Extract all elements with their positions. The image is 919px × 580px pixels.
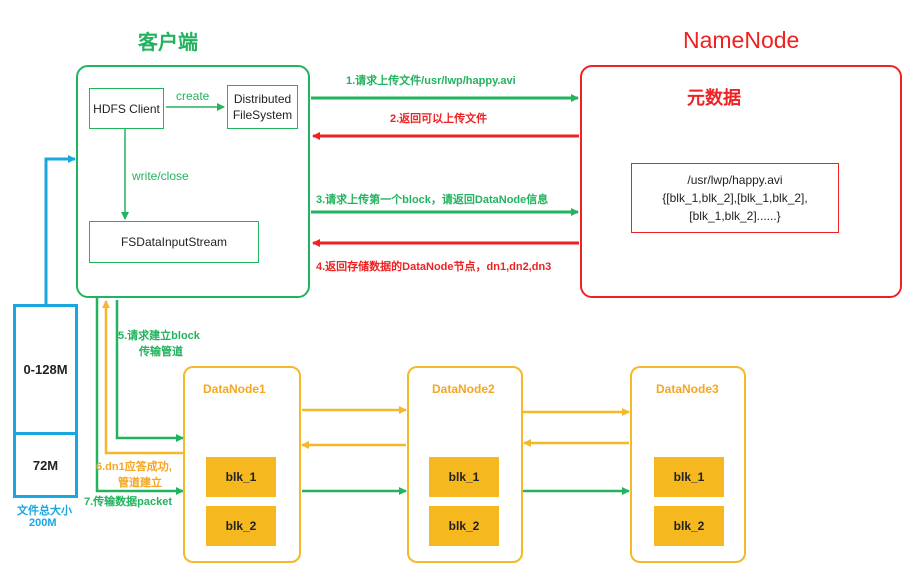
datanode2-box bbox=[407, 366, 523, 563]
file-total-line2: 200M bbox=[29, 517, 57, 529]
file-total-line1: 文件总大小 bbox=[17, 505, 72, 517]
metadata-line: [blk_1,blk_2]......} bbox=[689, 209, 781, 223]
create-label: create bbox=[176, 89, 210, 103]
step6-label-line2: 管道建立 bbox=[118, 477, 162, 489]
datanode1-blk2: blk_2 bbox=[206, 506, 276, 546]
metadata-line: {[blk_1,blk_2],[blk_1,blk_2], bbox=[662, 191, 808, 205]
datanode2-blk2: blk_2 bbox=[429, 506, 499, 546]
step7-arrow bbox=[95, 298, 184, 495]
step2-label: 2.返回可以上传文件 bbox=[390, 113, 488, 125]
distributed-fs-line1: Distributed bbox=[233, 92, 292, 106]
namenode-box bbox=[580, 65, 902, 298]
write-close-label: write/close bbox=[132, 169, 189, 183]
step5-arrow bbox=[115, 300, 184, 442]
datanode1-title: DataNode1 bbox=[203, 382, 266, 396]
step5-label-line2: 传输管道 bbox=[139, 346, 183, 358]
file-part2-box: 72M bbox=[13, 432, 78, 498]
fsdata-stream-box: FSDataInputStream bbox=[89, 221, 259, 263]
client-title: 客户端 bbox=[138, 32, 198, 54]
step1-label: 1.请求上传文件/usr/lwp/happy.avi bbox=[346, 75, 516, 87]
datanode3-blk2: blk_2 bbox=[654, 506, 724, 546]
step6-arrow bbox=[102, 300, 184, 455]
step5-label-line1: 5.请求建立block bbox=[118, 330, 200, 342]
datanode3-blk1: blk_1 bbox=[654, 457, 724, 497]
step7-label: 7.传输数据packet bbox=[84, 496, 173, 508]
hdfs-client-box: HDFS Client bbox=[89, 88, 164, 129]
distributed-filesystem-box: Distributed FileSystem bbox=[227, 85, 298, 129]
file-part1-box: 0-128M bbox=[13, 304, 78, 435]
datanode1-blk1: blk_1 bbox=[206, 457, 276, 497]
datanode3-title: DataNode3 bbox=[656, 382, 719, 396]
datanode3-box bbox=[630, 366, 746, 563]
metadata-title: 元数据 bbox=[687, 88, 741, 108]
step6-label-line1: 6.dn1应答成功, bbox=[96, 461, 172, 473]
datanode2-blk1: blk_1 bbox=[429, 457, 499, 497]
step3-label: 3.请求上传第一个block，请返回DataNode信息 bbox=[316, 194, 549, 206]
distributed-fs-line2: FileSystem bbox=[232, 108, 293, 122]
step4-label: 4.返回存储数据的DataNode节点，dn1,dn2,dn3 bbox=[316, 261, 552, 273]
metadata-box: /usr/lwp/happy.avi {[blk_1,blk_2],[blk_1… bbox=[631, 163, 839, 233]
namenode-title: NameNode bbox=[683, 27, 800, 53]
file-upload-arrow bbox=[44, 155, 76, 304]
metadata-line: /usr/lwp/happy.avi bbox=[687, 173, 783, 187]
datanode1-box bbox=[183, 366, 301, 563]
client-box bbox=[76, 65, 310, 298]
datanode2-title: DataNode2 bbox=[432, 382, 495, 396]
